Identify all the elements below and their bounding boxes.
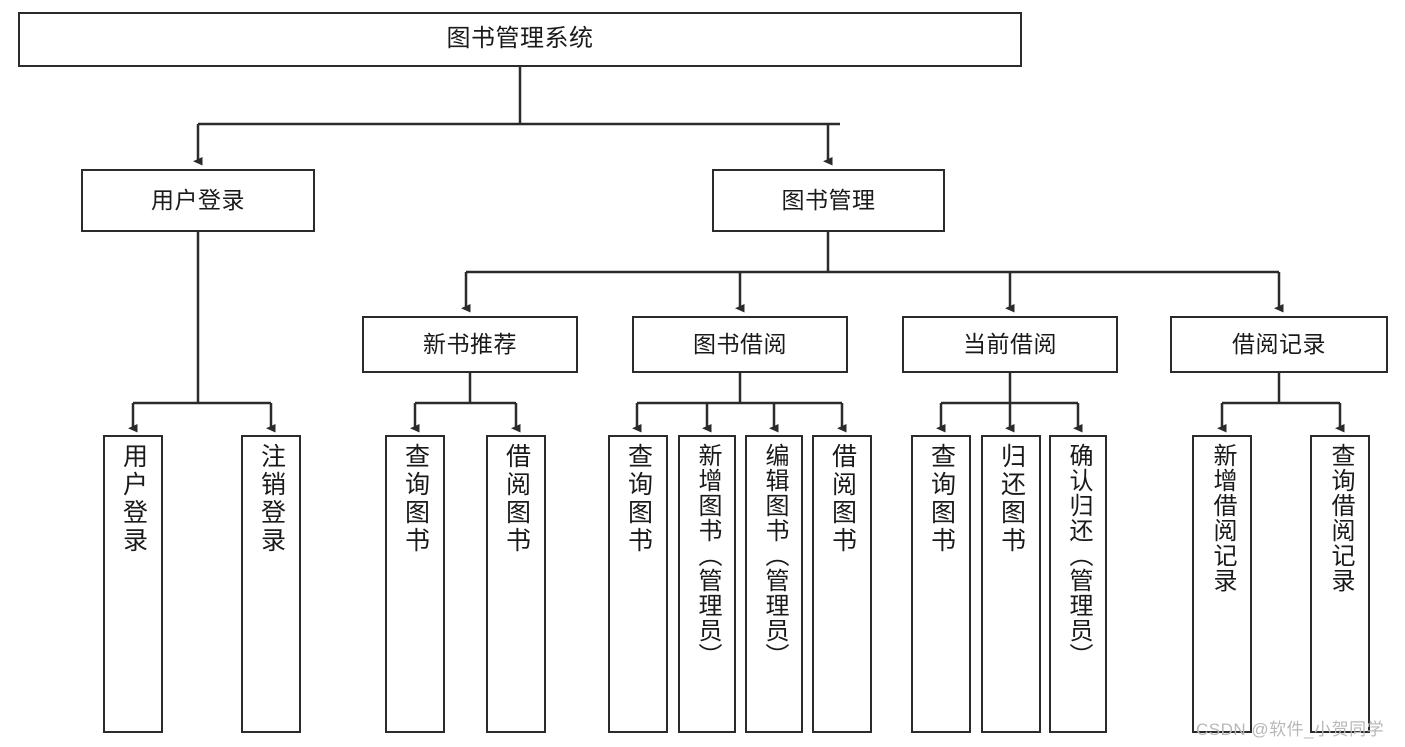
node-label: 借阅记录 <box>1232 330 1326 357</box>
csdn-watermark: CSDN @软件_小贺同学 <box>1196 720 1385 739</box>
leaf-return-book[interactable]: 归还图书 <box>981 435 1041 733</box>
node-label: 新增图书（管理员） <box>694 443 721 668</box>
node-label: 借阅图书 <box>502 443 531 555</box>
node-book-management[interactable]: 图书管理 <box>712 169 945 232</box>
node-label: 图书管理系统 <box>446 25 594 53</box>
node-book-management-system[interactable]: 图书管理系统 <box>18 12 1022 67</box>
leaf-confirm-return-admin[interactable]: 确认归还（管理员） <box>1049 435 1107 733</box>
leaf-edit-book-admin[interactable]: 编辑图书（管理员） <box>745 435 803 733</box>
node-label: 新增借阅记录 <box>1209 443 1236 593</box>
leaf-user-login[interactable]: 用户登录 <box>103 435 163 733</box>
node-borrowing-record[interactable]: 借阅记录 <box>1170 316 1388 373</box>
leaf-borrow-book-recommend[interactable]: 借阅图书 <box>486 435 546 733</box>
leaf-query-book-current[interactable]: 查询图书 <box>911 435 971 733</box>
leaf-borrow-book[interactable]: 借阅图书 <box>812 435 872 733</box>
node-label: 借阅图书 <box>828 443 857 555</box>
node-book-borrowing[interactable]: 图书借阅 <box>632 316 848 373</box>
node-label: 编辑图书（管理员） <box>761 443 788 668</box>
leaf-query-book-recommend[interactable]: 查询图书 <box>385 435 445 733</box>
node-label: 查询图书 <box>624 443 653 555</box>
node-label: 新书推荐 <box>423 330 517 357</box>
leaf-query-book-borrow[interactable]: 查询图书 <box>608 435 668 733</box>
node-user-login[interactable]: 用户登录 <box>81 169 315 232</box>
node-label: 图书管理 <box>781 186 876 213</box>
node-label: 查询图书 <box>927 443 956 555</box>
leaf-query-borrow-record[interactable]: 查询借阅记录 <box>1310 435 1370 733</box>
node-label: 查询借阅记录 <box>1327 443 1354 593</box>
node-label: 用户登录 <box>151 186 245 213</box>
leaf-add-book-admin[interactable]: 新增图书（管理员） <box>678 435 736 733</box>
node-label: 查询图书 <box>401 443 430 555</box>
node-current-borrowing[interactable]: 当前借阅 <box>902 316 1118 373</box>
node-label: 归还图书 <box>997 443 1026 555</box>
node-label: 确认归还（管理员） <box>1065 443 1092 668</box>
node-new-book-recommendation[interactable]: 新书推荐 <box>362 316 578 373</box>
leaf-add-borrow-record[interactable]: 新增借阅记录 <box>1192 435 1252 733</box>
node-label: 图书借阅 <box>693 330 787 357</box>
node-label: 用户登录 <box>119 443 148 555</box>
leaf-logout[interactable]: 注销登录 <box>241 435 301 733</box>
node-label: 当前借阅 <box>963 330 1057 357</box>
node-label: 注销登录 <box>257 443 286 555</box>
